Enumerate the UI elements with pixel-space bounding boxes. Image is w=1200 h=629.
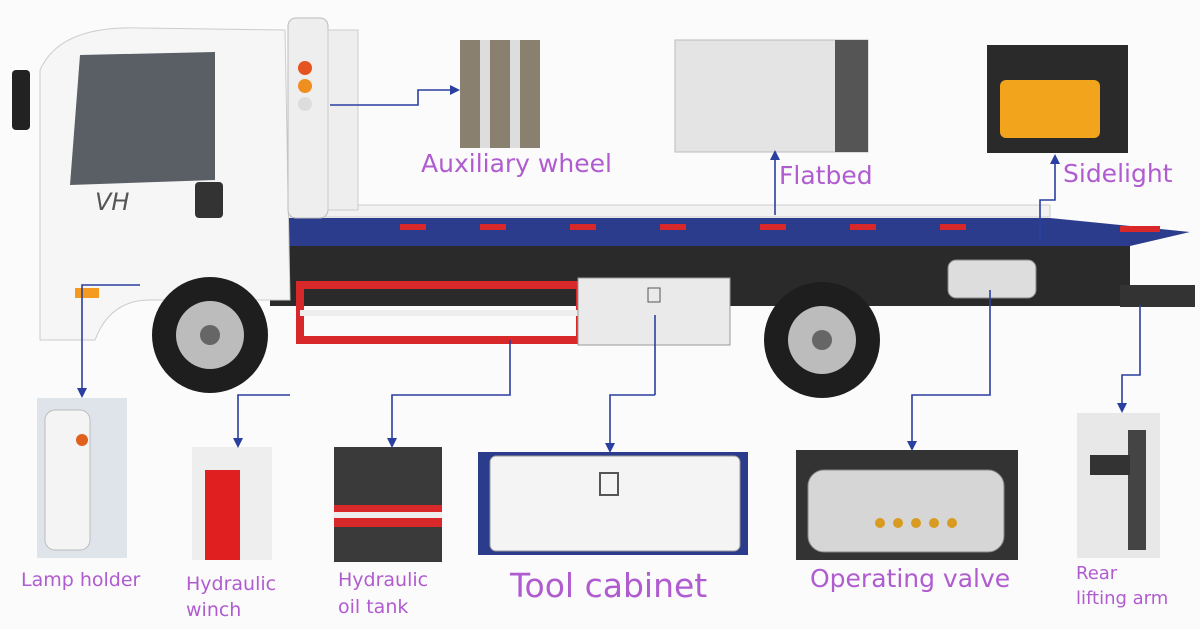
label-sidelight: Sidelight <box>1063 159 1173 188</box>
truck: VH <box>12 17 1195 398</box>
label-hydraulic-oil-tank-line1: Hydraulic <box>338 569 429 591</box>
valve-box <box>947 259 1037 299</box>
door-logo: VH <box>95 188 129 216</box>
label-hydraulic-oil-tank-line2: oil tank <box>338 596 409 618</box>
label-operating-valve: Operating valve <box>810 564 1011 593</box>
hydraulic-oil-tank-photo <box>334 447 442 562</box>
rear-arm <box>1120 285 1195 307</box>
label-tool-cabinet: Tool cabinet <box>510 566 708 605</box>
mirror <box>12 70 30 130</box>
label-lamp-holder: Lamp holder <box>21 569 141 591</box>
label-flatbed: Flatbed <box>779 161 873 190</box>
tool-box <box>577 277 731 346</box>
flatbed-side <box>270 218 1190 246</box>
auxiliary-wheel-photo <box>460 40 540 148</box>
label-hydraulic-winch-line1: Hydraulic <box>186 573 277 595</box>
label-rear-lifting-arm-line1: Rear <box>1076 563 1118 584</box>
label-rear-lifting-arm-line2: lifting arm <box>1076 588 1169 609</box>
arrowheads <box>77 85 1127 453</box>
label-auxiliary-wheel: Auxiliary wheel <box>421 149 612 178</box>
inset-images <box>37 39 1160 562</box>
label-hydraulic-winch-line2: winch <box>186 599 242 621</box>
rear-lifting-arm-photo <box>1077 413 1160 558</box>
callout-arrows <box>81 89 1141 445</box>
